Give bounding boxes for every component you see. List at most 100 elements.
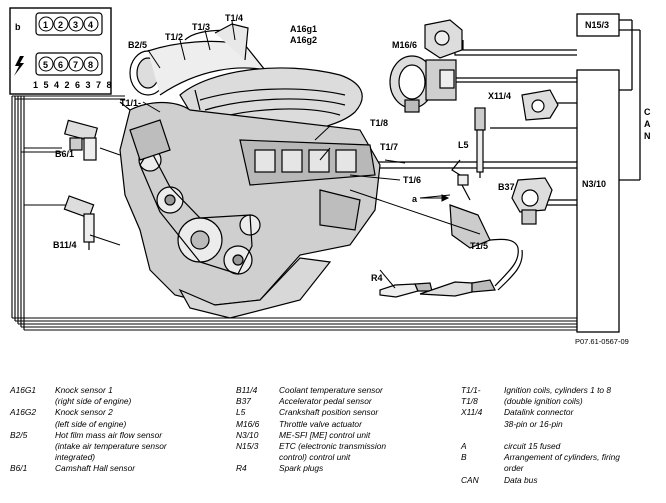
legend-code: A16G1 [10, 385, 37, 395]
legend-row: M16/6 Throttle valve actuator [236, 419, 456, 430]
camshaft-sensor-icon [63, 119, 99, 161]
label-t1-6: T1/6 [403, 175, 421, 185]
n15-3-label: N15/3 [585, 20, 609, 30]
legend-row: control) control unit [236, 452, 456, 463]
cylinder-number: 8 [88, 60, 93, 70]
wiring-harness [11, 95, 577, 331]
legend-row: (right side of engine) [10, 396, 220, 407]
legend-row: L5 Crankshaft position sensor [236, 407, 456, 418]
legend-code: B11/4 [236, 385, 258, 395]
legend-code [10, 441, 55, 452]
label-m16-6: M16/6 [392, 40, 417, 50]
legend-row: B2/5 Hot film mass air flow sensor [10, 430, 220, 441]
legend-description: integrated) [55, 452, 96, 463]
legend-row: (left side of engine) [10, 419, 220, 430]
legend-description: (left side of engine) [55, 418, 127, 429]
legend-row: X11/4 Datalink connector [461, 407, 661, 418]
top-cylinder-bank: 1 2 3 4 [38, 16, 99, 32]
legend-description [504, 430, 661, 441]
legend-description: Datalink connector [504, 407, 574, 418]
label-t1-1: T1/1- [120, 98, 141, 108]
legend-description: Crankshaft position sensor [279, 407, 379, 418]
engine-wiring-diagram: b 1 2 3 4 5 6 7 8 1 5 4 2 6 3 7 8 [9, 7, 651, 333]
sensors [63, 19, 559, 298]
legend-code: N15/3 [236, 441, 259, 452]
legend-description: Ignition coils, cylinders 1 to 8 [504, 385, 612, 395]
legend-code: M16/6 [236, 418, 260, 429]
legend-row: B11/4 Coolant temperature sensor [236, 385, 456, 396]
legend-row: A16G2 Knock sensor 2 [10, 407, 220, 418]
legend-code [10, 419, 55, 430]
legend-description: Throttle valve actuator [279, 418, 362, 429]
legend-code: B2/5 [10, 429, 28, 440]
legend-code: T1/1- [461, 385, 481, 395]
legend-row [461, 430, 661, 441]
label-t1-5: T1/5 [470, 241, 488, 251]
crankshaft-sensor-icon [474, 107, 486, 178]
legend-code: B37 [236, 396, 251, 407]
n15-3-box [576, 13, 620, 37]
legend-row: T1/8(double ignition coils) [461, 396, 661, 407]
label-a16g1: A16g1 [290, 24, 317, 34]
legend-row: 38-pin or 16-pin [461, 419, 661, 430]
label-t1-8: T1/8 [370, 118, 388, 128]
legend-code: R4 [236, 463, 247, 474]
label-b2-5: B2/5 [128, 40, 147, 50]
legend-code: X11/4 [461, 407, 483, 418]
cylinder-number: 1 [43, 20, 48, 30]
legend-code [236, 452, 279, 463]
label-l5: L5 [458, 140, 469, 150]
label-t1-3: T1/3 [192, 22, 210, 32]
legend-row: R4 Spark plugs [236, 463, 456, 474]
legend-description: control) control unit [279, 452, 351, 463]
label-t1-4: T1/4 [225, 13, 243, 23]
legend-description: Spark plugs [279, 463, 324, 474]
cylinder-number: 7 [73, 60, 78, 70]
legend-description: Camshaft Hall sensor [55, 463, 136, 474]
ignition-coil-icon [449, 159, 491, 249]
legend-code: A16G2 [10, 407, 37, 418]
cylinder-number: 6 [58, 60, 63, 70]
legend-code [461, 430, 504, 441]
legend-description: ME-SFI [ME] control unit [279, 429, 371, 440]
coolant-sensor-icon [63, 195, 95, 250]
label-t1-2: T1/2 [165, 32, 183, 42]
label-a16g2: A16g2 [290, 35, 317, 45]
cylinder-number: 2 [58, 20, 63, 30]
legend-row: N3/10 ME-SFI [ME] control unit [236, 430, 456, 441]
bottom-cylinder-bank: 5 6 7 8 [38, 56, 99, 72]
legend-row: order [461, 463, 661, 474]
cylinder-number: 3 [73, 20, 78, 30]
n3-10-label: N3/10 [582, 179, 606, 189]
legend-description: Hot film mass air flow sensor [55, 429, 163, 440]
legend-code: B [461, 452, 467, 463]
cylinder-number: 4 [88, 20, 93, 30]
legend-code: L5 [236, 407, 246, 418]
label-a: a [412, 194, 418, 204]
legend-row: T1/1- Ignition coils, cylinders 1 to 8 [461, 385, 661, 396]
legend-description: circuit 15 fused [504, 441, 561, 452]
legend-row: (intake air temperature sensor [10, 441, 220, 452]
label-b11-4: B11/4 [53, 240, 77, 250]
label-t1-7: T1/7 [380, 142, 398, 152]
legend-description: order [504, 463, 524, 474]
legend-description: Knock sensor 2 [55, 407, 113, 418]
throttle-valve-icon [389, 55, 457, 113]
legend-description: ETC (electronic transmission [279, 441, 387, 452]
inset-label: b [15, 22, 21, 32]
legend-code: N3/10 [236, 429, 259, 440]
datalink-connector-icon [521, 89, 559, 121]
legend-row: A16G1 Knock sensor 1 [10, 385, 220, 396]
n3-10-box [576, 69, 620, 333]
legend-description: Knock sensor 1 [55, 385, 113, 395]
accelerator-pedal-sensor-icon [511, 177, 553, 225]
legend-row: N15/3 ETC (electronic transmission [236, 441, 456, 452]
legend-column-1: A16G1 Knock sensor 1(right side of engine… [10, 385, 220, 475]
legend-description: Coolant temperature sensor [279, 385, 383, 395]
legend-description: 38-pin or 16-pin [504, 418, 563, 429]
